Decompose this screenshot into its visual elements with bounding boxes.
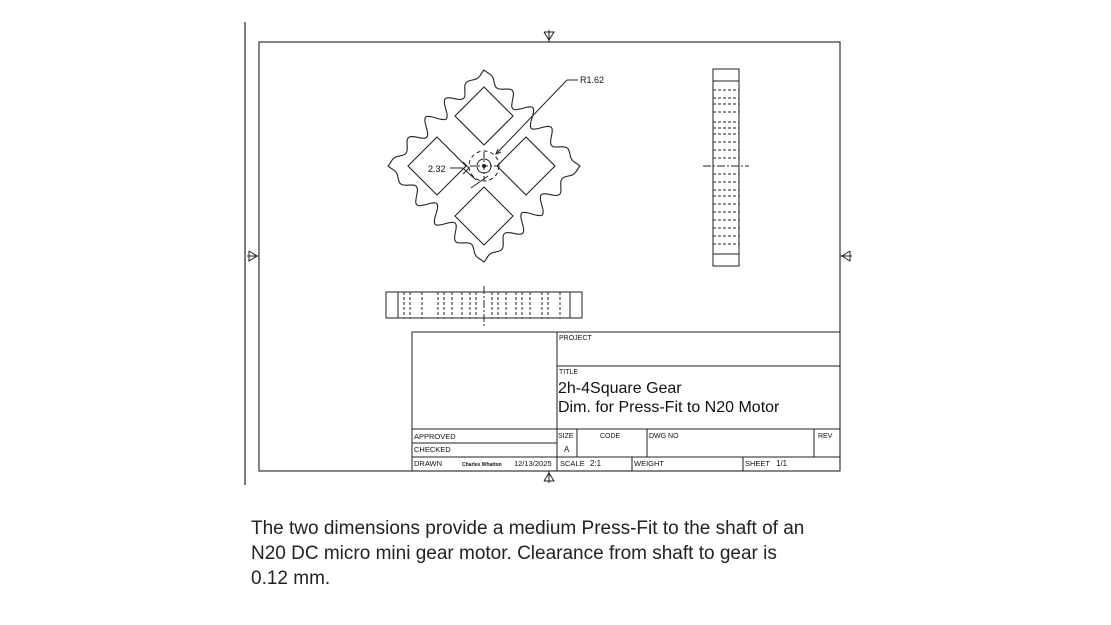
title-label: TITLE — [559, 369, 578, 376]
drawn-by: Charles Whatton — [462, 462, 502, 468]
dwg-no-label: DWG NO — [649, 433, 679, 440]
approved-label: APPROVED — [414, 432, 456, 441]
center-mark-right — [840, 250, 852, 262]
checked-label: CHECKED — [414, 445, 451, 454]
caption-line-1: The two dimensions provide a medium Pres… — [251, 518, 805, 539]
square-pocket-left — [407, 136, 467, 196]
caption: The two dimensions provide a medium Pres… — [251, 516, 851, 591]
side-view-hidden-lines — [713, 89, 739, 245]
drawn-date: 12/13/2025 — [514, 459, 552, 468]
title-line-2: Dim. for Press-Fit to N20 Motor — [558, 399, 780, 416]
bottom-view-hidden-lines — [403, 292, 561, 318]
title-line-1: 2h-4Square Gear — [558, 380, 682, 397]
center-mark-bottom — [543, 471, 555, 483]
size-value: A — [564, 445, 570, 454]
shaft-hole — [468, 150, 500, 182]
gear-front-view: R1.62 2.32 — [387, 69, 604, 263]
weight-label: WEIGHT — [634, 459, 664, 468]
center-mark-top — [543, 30, 555, 42]
gear-bottom-view — [385, 286, 583, 326]
rev-label: REV — [818, 433, 833, 440]
square-pocket-right — [496, 136, 556, 196]
radius-dimension — [495, 79, 578, 155]
caption-line-2: N20 DC micro mini gear motor. Clearance … — [251, 543, 777, 564]
radius-dimension-label: R1.62 — [580, 75, 604, 85]
square-pocket-bottom — [454, 186, 514, 246]
gear-outline — [387, 69, 581, 263]
gear-side-view — [703, 68, 749, 267]
center-mark-left — [247, 250, 259, 262]
size-label: SIZE — [558, 433, 574, 440]
scale-value: 2:1 — [590, 459, 602, 468]
width-dimension-label: 2.32 — [428, 164, 446, 174]
width-dimension — [450, 161, 489, 189]
sheet-label: SHEET — [745, 459, 770, 468]
project-label: PROJECT — [559, 335, 592, 342]
scale-label: SCALE — [560, 459, 585, 468]
code-label: CODE — [600, 433, 621, 440]
caption-line-3: 0.12 mm. — [251, 568, 331, 589]
sheet-value: 1/1 — [776, 459, 788, 468]
drawn-label: DRAWN — [414, 459, 442, 468]
title-block — [411, 331, 841, 472]
square-pocket-top — [454, 86, 514, 146]
square-pockets — [407, 86, 556, 246]
